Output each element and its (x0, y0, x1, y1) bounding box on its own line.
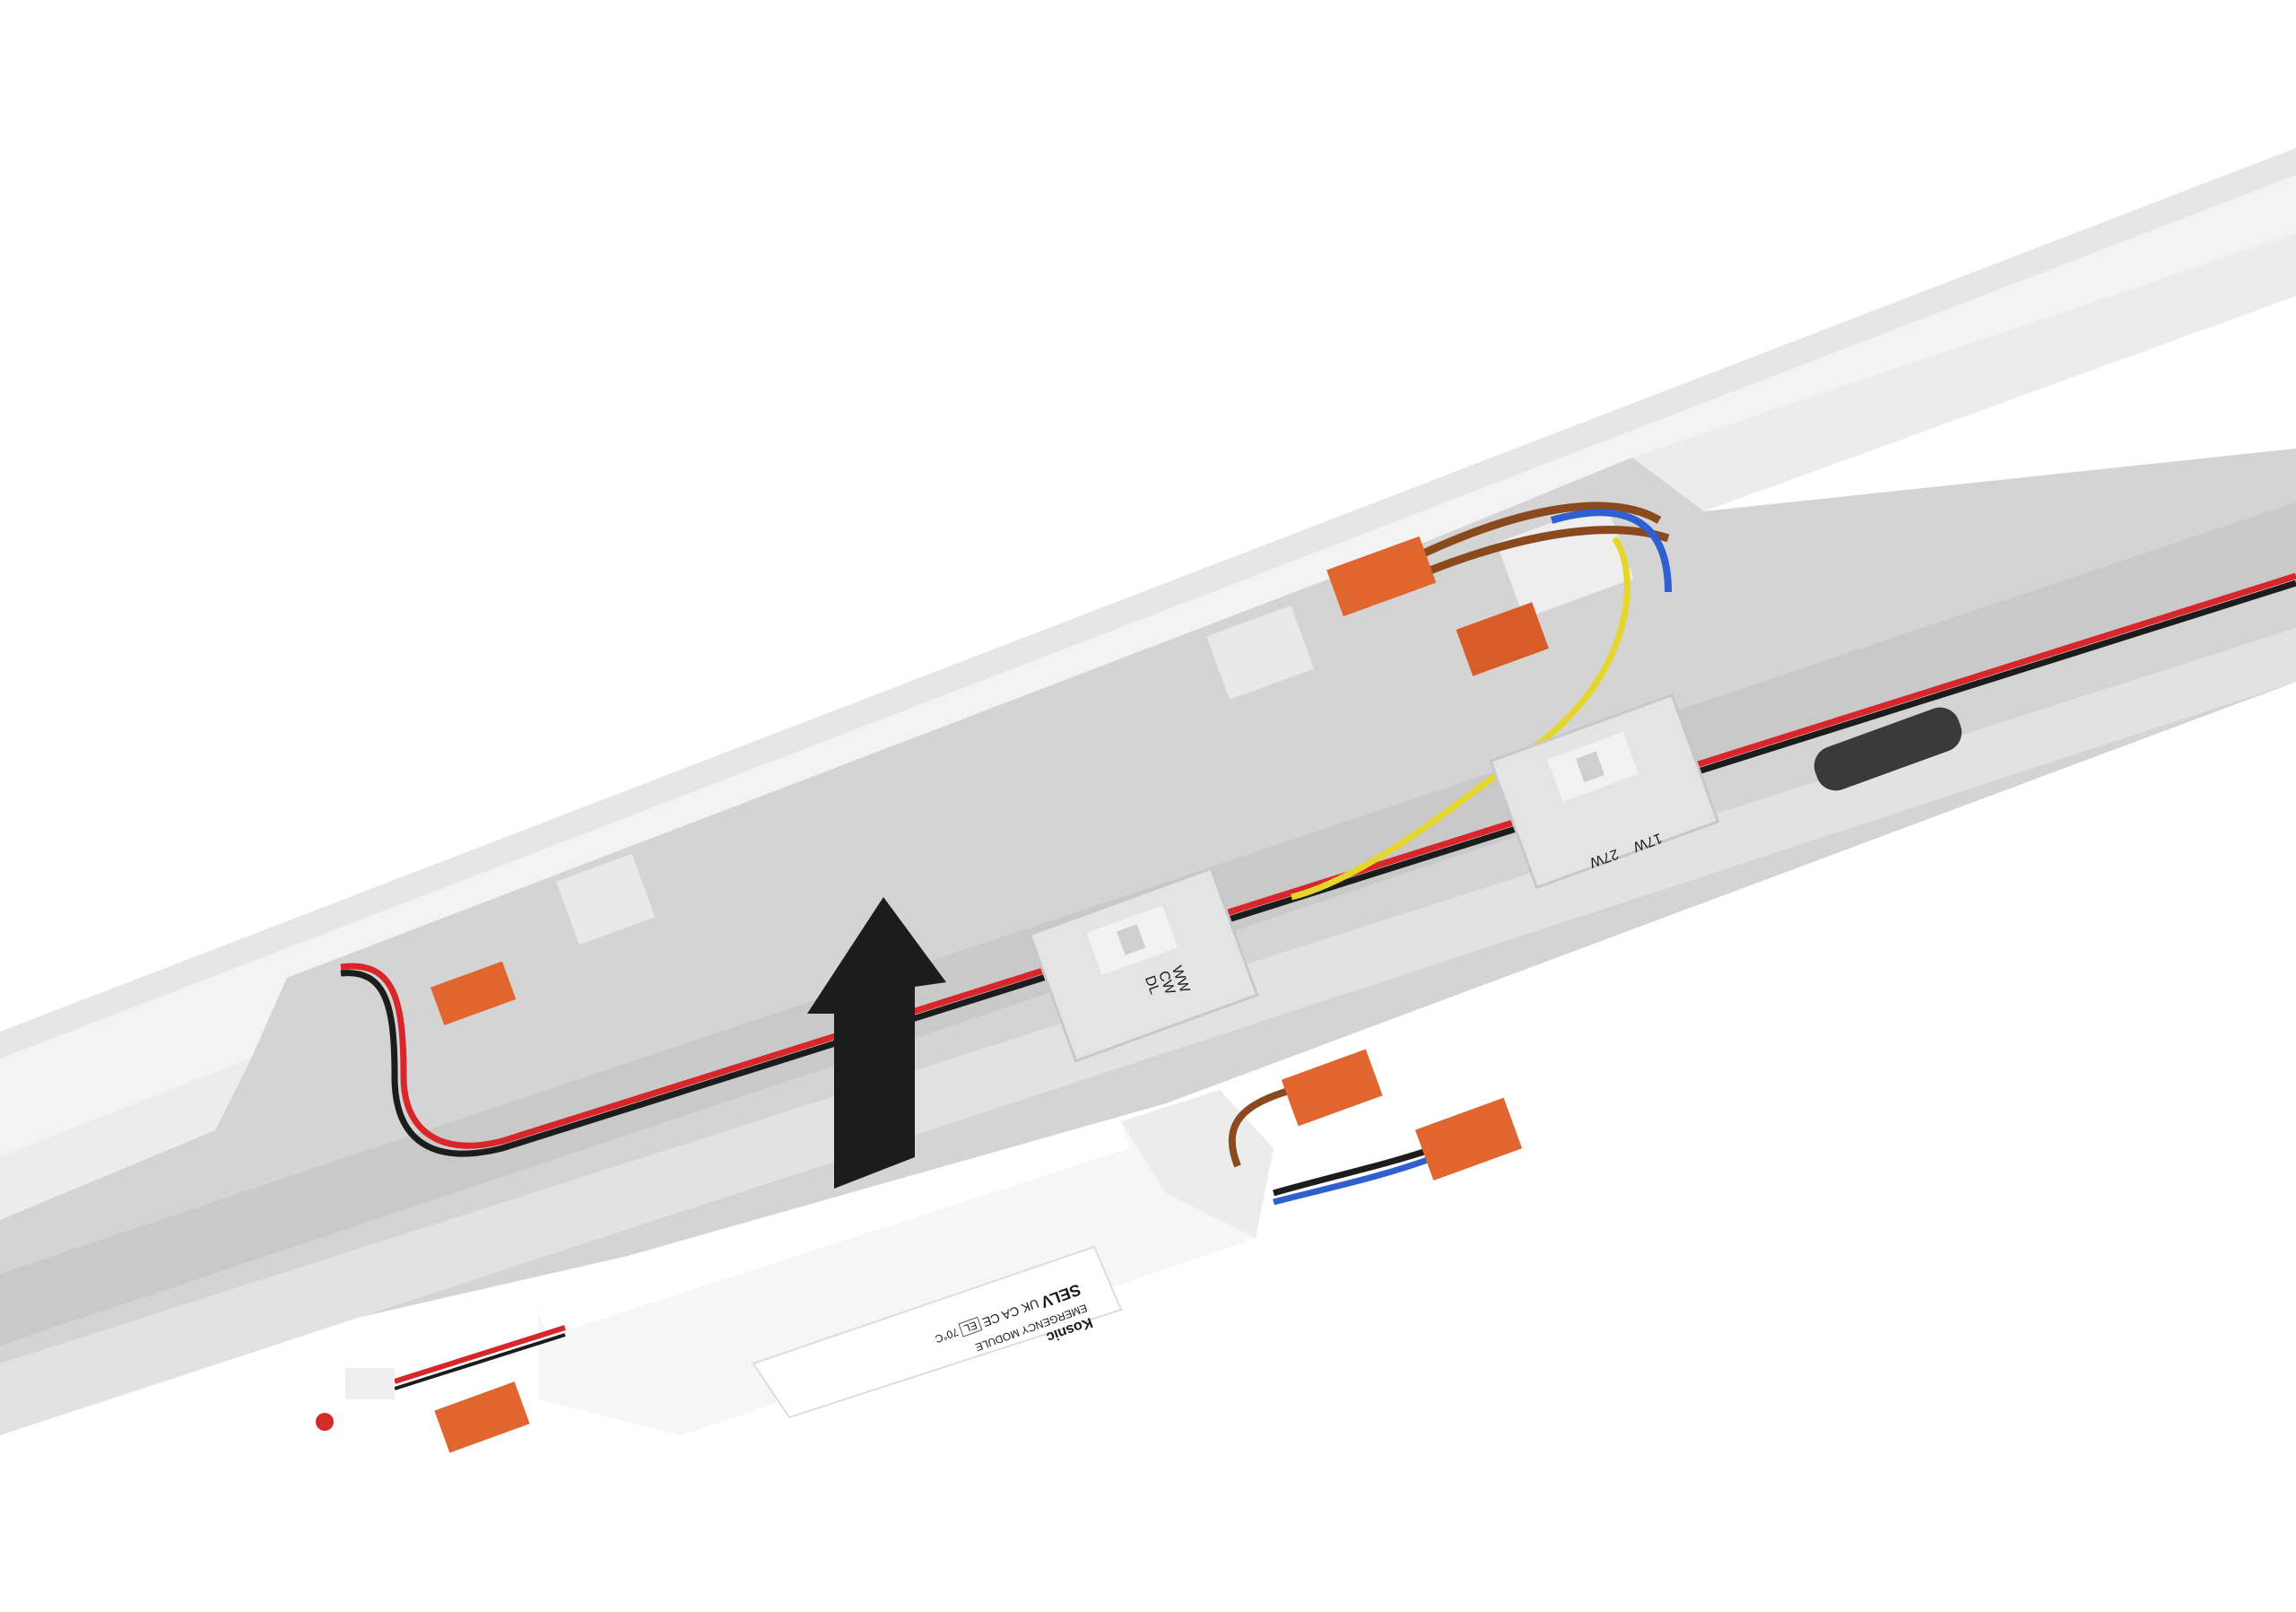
sensor-slot (1813, 707, 1962, 791)
mount-bracket-2 (556, 853, 656, 945)
led-connector (430, 961, 517, 1025)
battery-connector (434, 1381, 530, 1453)
led-wire-black (340, 579, 2296, 1157)
module-wire-brown (1228, 1086, 1293, 1168)
mains-connector-2 (1456, 602, 1549, 676)
mains-connector-1 (1326, 536, 1437, 617)
module-connector-1 (1281, 1049, 1383, 1127)
test-lead-black (394, 1333, 566, 1390)
led-wire-red (340, 572, 2296, 1149)
test-lead-red (394, 1325, 566, 1384)
test-button-holder (345, 1368, 395, 1399)
housing-right-end (1632, 233, 2296, 511)
emergency-module (538, 1090, 1274, 1435)
module-wire-black (1273, 1145, 1437, 1197)
housing-top-lip (0, 148, 2296, 1059)
housing-left-end (0, 1059, 251, 1220)
module-connector-2 (1414, 1097, 1523, 1181)
terminal-block (1291, 501, 1672, 901)
mount-bracket-1 (1206, 606, 1314, 700)
module-wire-blue (1273, 1154, 1437, 1206)
cct-switch (1028, 867, 1259, 1063)
power-switch (1489, 693, 1720, 890)
indicator-led (316, 1413, 334, 1431)
insert-arrow-icon (807, 897, 946, 1189)
mark-ce: CE (980, 1310, 1003, 1330)
